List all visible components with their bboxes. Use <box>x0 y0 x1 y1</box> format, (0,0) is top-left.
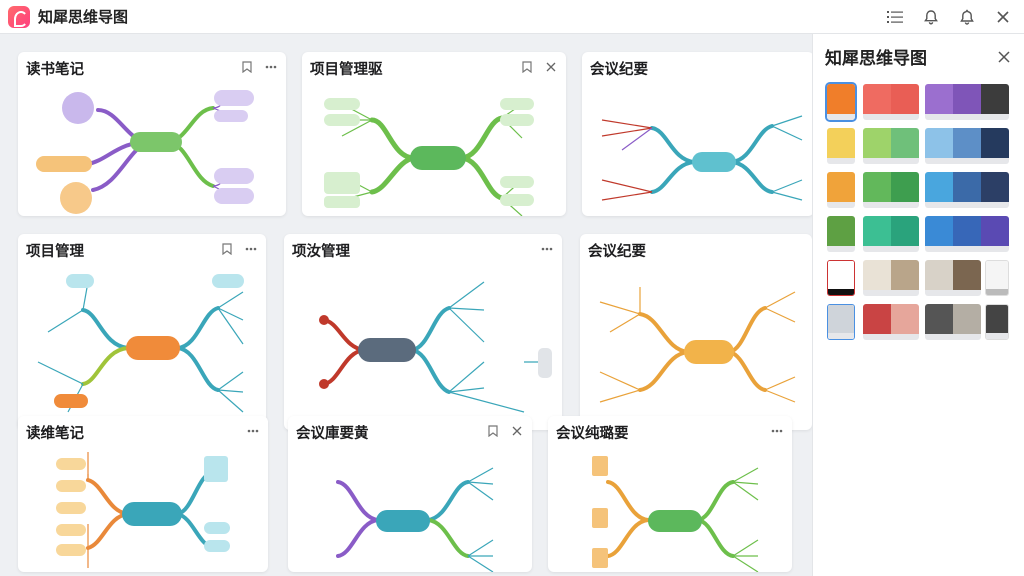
close-icon[interactable] <box>544 60 558 74</box>
mindmap-preview <box>37 274 244 413</box>
close-window-icon[interactable] <box>992 6 1014 28</box>
ellipsis-icon[interactable] <box>246 424 260 438</box>
ellipsis-icon[interactable] <box>244 242 258 256</box>
theme-swatch[interactable] <box>863 172 919 208</box>
ellipsis-icon[interactable] <box>540 242 554 256</box>
ellipsis-icon[interactable] <box>264 60 278 74</box>
mindmap-card[interactable]: 项目管理驱 <box>302 52 566 216</box>
mindmap-preview <box>324 98 534 216</box>
mindmap-grid: 读书笔记 <box>0 34 814 576</box>
theme-panel: 知犀思维导图 <box>812 34 1024 576</box>
card-title: 项目管理 <box>26 244 84 260</box>
theme-swatch[interactable] <box>827 260 855 296</box>
card-title: 项目管理驱 <box>310 62 383 78</box>
mindmap-card[interactable]: 会议纪要 <box>582 52 814 216</box>
card-title: 会议纪要 <box>590 62 648 78</box>
bookmark-icon[interactable] <box>220 242 234 256</box>
mindmap-card[interactable]: 项汝管理 <box>284 234 562 430</box>
theme-swatch[interactable] <box>925 84 1009 120</box>
mindmap-preview <box>319 281 552 413</box>
theme-swatch[interactable] <box>863 128 919 164</box>
theme-swatch[interactable] <box>827 304 855 340</box>
mindmap-preview <box>601 115 803 201</box>
mindmap-card[interactable]: 会议庫要黄 <box>288 416 532 572</box>
theme-swatch[interactable] <box>863 216 919 252</box>
theme-swatch[interactable] <box>925 216 1009 252</box>
theme-swatch[interactable] <box>985 304 1009 340</box>
mindmap-preview <box>56 452 230 568</box>
mindmap-card[interactable]: 读书笔记 <box>18 52 286 216</box>
notification-icon[interactable] <box>956 6 978 28</box>
close-panel-icon[interactable] <box>998 48 1012 63</box>
theme-swatch[interactable] <box>863 304 919 340</box>
title-bar: 知犀思维导图 <box>0 0 1024 34</box>
mindmap-preview <box>36 90 254 214</box>
mindmap-preview <box>599 287 796 403</box>
app-title: 知犀思维导图 <box>38 8 129 26</box>
theme-swatch[interactable] <box>925 172 1009 208</box>
card-title: 读书笔记 <box>26 62 84 78</box>
bell-icon[interactable] <box>920 6 942 28</box>
theme-swatch[interactable] <box>827 84 855 120</box>
ellipsis-icon[interactable] <box>770 424 784 438</box>
theme-swatch[interactable] <box>827 128 855 164</box>
theme-swatch[interactable] <box>863 84 919 120</box>
mindmap-card[interactable]: 读维笔记 <box>18 416 268 572</box>
theme-swatch[interactable] <box>827 172 855 208</box>
bookmark-icon[interactable] <box>486 424 500 438</box>
theme-swatch[interactable] <box>925 260 981 296</box>
mindmap-card[interactable]: 项目管理 <box>18 234 266 430</box>
theme-swatch[interactable] <box>925 128 1009 164</box>
list-icon[interactable] <box>884 6 906 28</box>
mindmap-preview <box>336 467 494 572</box>
panel-title: 知犀思维导图 <box>825 49 927 69</box>
mindmap-preview <box>592 456 759 572</box>
close-icon[interactable] <box>510 424 524 438</box>
app-logo <box>8 5 30 28</box>
card-title: 会议纪要 <box>588 244 646 260</box>
mindmap-card[interactable]: 会议纪要 <box>580 234 812 430</box>
theme-swatch[interactable] <box>827 216 855 252</box>
theme-swatch[interactable] <box>925 304 981 340</box>
theme-swatch[interactable] <box>985 260 1009 296</box>
card-title: 会议纯璐要 <box>556 426 629 442</box>
card-title: 读维笔记 <box>26 426 84 442</box>
bookmark-icon[interactable] <box>520 60 534 74</box>
bookmark-icon[interactable] <box>240 60 254 74</box>
card-title: 项汝管理 <box>292 244 350 260</box>
mindmap-card[interactable]: 会议纯璐要 <box>548 416 792 572</box>
card-title: 会议庫要黄 <box>296 426 369 442</box>
theme-swatch[interactable] <box>863 260 919 296</box>
